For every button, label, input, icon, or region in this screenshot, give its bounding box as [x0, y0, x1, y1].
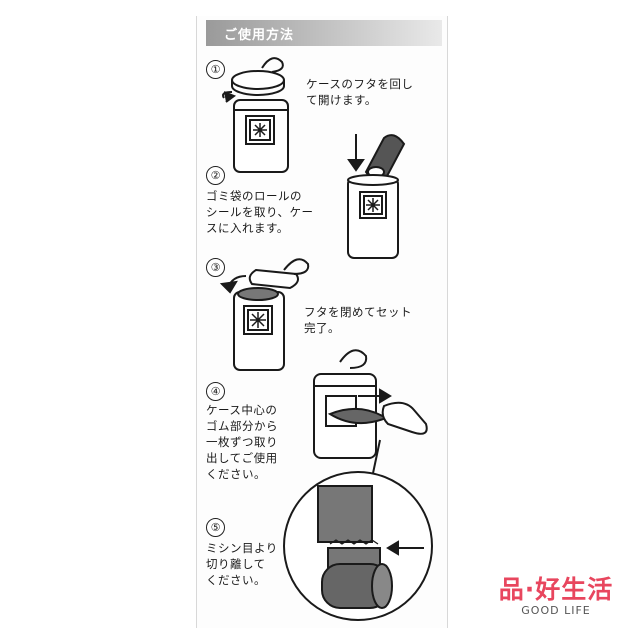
step5-tear-illustration — [283, 471, 433, 621]
step-3-number: ③ — [206, 258, 225, 277]
brand-name: 品·好生活 — [498, 575, 614, 604]
step2-roll-illustration — [347, 134, 406, 259]
step-2-text: ゴミ袋のロールの シールを取り、ケー スに入れます。 — [206, 189, 314, 235]
step-1-text: ケースのフタを回し て開けます。 — [306, 77, 414, 107]
step4-pull-illustration — [313, 349, 428, 479]
page-title: ご使用方法 — [224, 28, 295, 43]
header-banner: ご使用方法 — [206, 20, 442, 46]
step-5-number: ⑤ — [206, 518, 225, 537]
brand-subtitle: GOOD LIFE — [521, 604, 591, 617]
step-2-number: ② — [206, 166, 225, 185]
step1-case-illustration — [222, 57, 289, 173]
step-5-text: ミシン目より 切り離して ください。 — [206, 541, 278, 587]
step-4-number: ④ — [206, 382, 225, 401]
brand-logo: 品·好生活 GOOD LIFE — [486, 570, 626, 617]
step3-lid-illustration — [219, 258, 310, 371]
step-3-text: フタを閉めてセット 完了。 — [304, 305, 412, 335]
step-1-number: ① — [206, 60, 225, 79]
step-4-text: ケース中心の ゴム部分から 一枚ずつ取り 出してご使用 ください。 — [206, 403, 278, 481]
